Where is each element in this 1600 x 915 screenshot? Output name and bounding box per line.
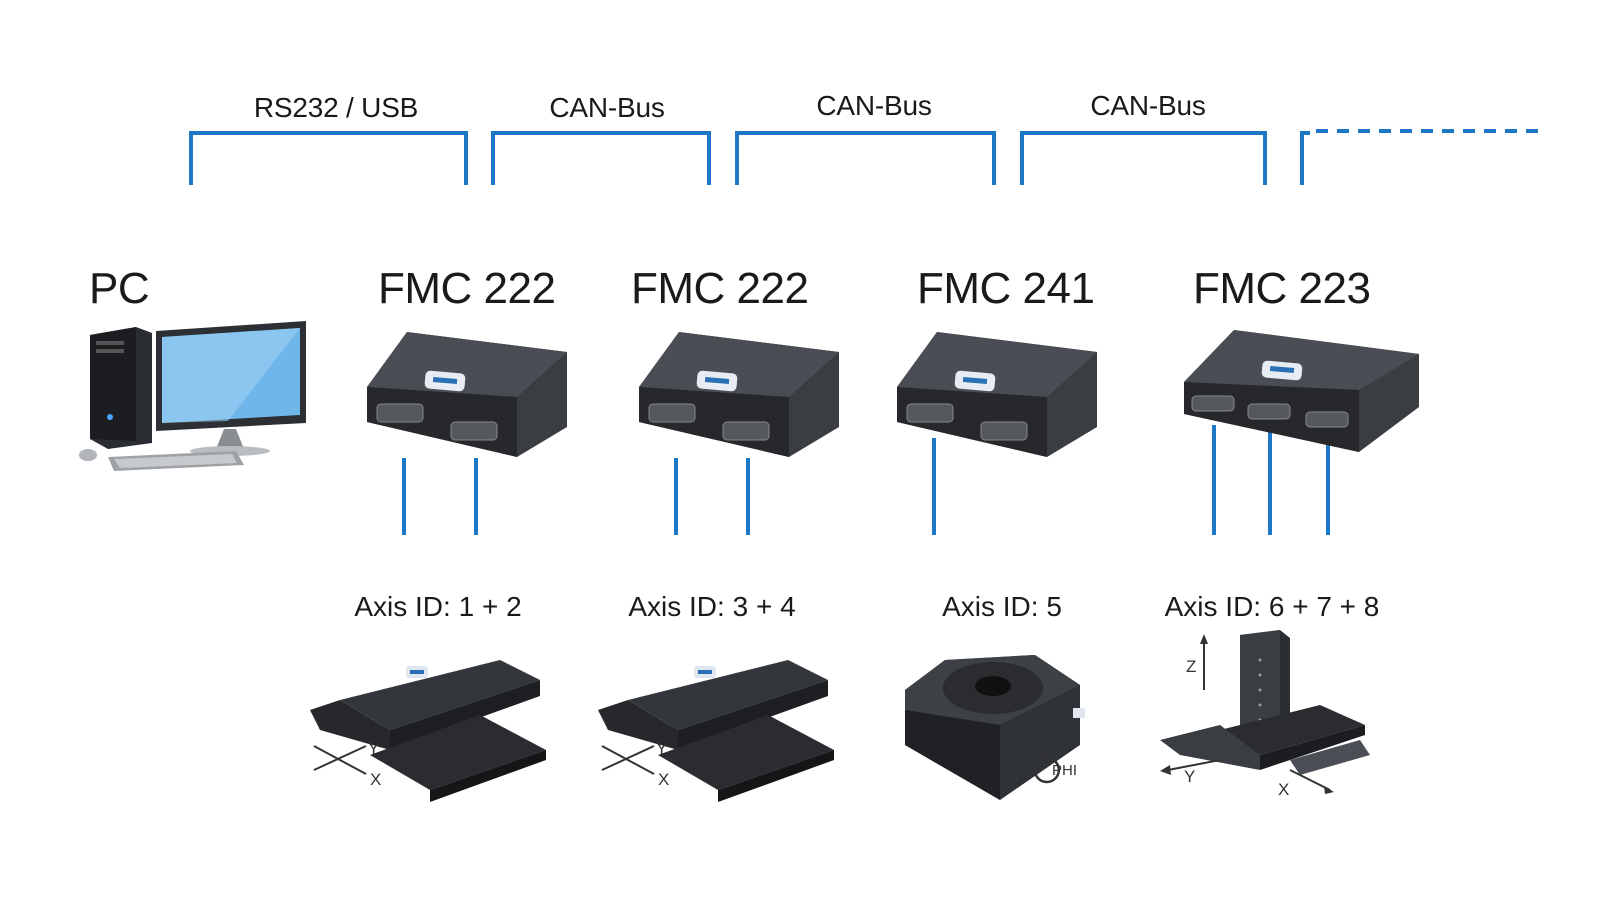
bus-label-rs232-usb: RS232 / USB (253, 92, 419, 123)
axis-label-1: Axis ID: 1 + 2 (354, 591, 522, 622)
axis-label-3: Axis ID: 5 (942, 591, 1062, 622)
controller-device-4 (1184, 330, 1419, 452)
xy2-x-label: X (658, 770, 669, 789)
xy1-x-label: X (370, 770, 381, 789)
rot-phi-label: PHI (1052, 762, 1077, 779)
bus-bracket-rs232-usb (189, 131, 468, 185)
xy2-y-label: Y (656, 739, 667, 758)
xy1-y-label: Y (368, 739, 379, 758)
bus-label-can-2: CAN-Bus (816, 90, 932, 121)
bus-bracket-can-1 (491, 131, 711, 185)
bus-bracket-can-3 (1020, 131, 1267, 185)
xyz-x-label: X (1278, 780, 1289, 799)
axis-label-2: Axis ID: 3 + 4 (628, 591, 796, 622)
rotation-stage: PHI (905, 655, 1085, 800)
controller-device-1 (367, 332, 567, 457)
bus-bracket-can-2 (735, 131, 996, 185)
controller-device-3 (897, 332, 1097, 457)
bus-bracket-continuation (1300, 131, 1310, 185)
controller-device-2 (639, 332, 839, 457)
pc-title: PC (89, 264, 150, 313)
controller-title-3: FMC 241 (917, 264, 1095, 313)
axis-label-4: Axis ID: 6 + 7 + 8 (1164, 591, 1380, 622)
xyz-y-label: Y (1184, 767, 1195, 786)
bus-label-can-3: CAN-Bus (1090, 90, 1206, 121)
controller-title-4: FMC 223 (1193, 264, 1371, 313)
controller-title-2: FMC 222 (631, 264, 809, 313)
xyz-z-label: Z (1186, 657, 1196, 676)
xy-stage-2: Y X (598, 660, 834, 802)
controller-title-1: FMC 222 (378, 264, 556, 313)
desktop-computer-icon (79, 321, 306, 471)
bus-label-can-1: CAN-Bus (549, 92, 665, 123)
xyz-stage: Z Y X (1160, 630, 1370, 799)
xy-stage-1: Y X (310, 660, 546, 802)
